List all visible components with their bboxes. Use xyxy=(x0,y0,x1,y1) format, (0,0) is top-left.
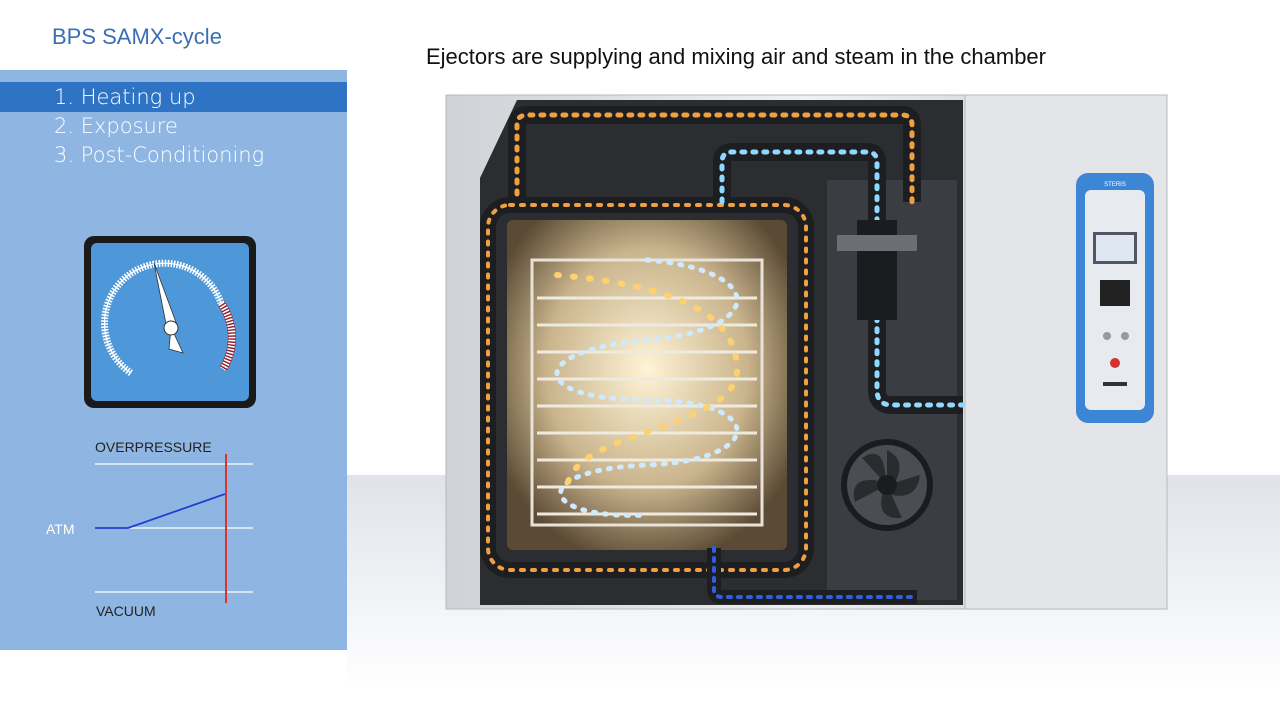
overpressure-label: OVERPRESSURE xyxy=(95,439,212,455)
gauge-face xyxy=(91,243,249,401)
scene-caption: Ejectors are supplying and mixing air an… xyxy=(426,44,1046,69)
step-exposure: 2. Exposure xyxy=(54,114,178,138)
brand-label: STERIS xyxy=(1104,182,1126,188)
vacuum-label: VACUUM xyxy=(96,603,156,619)
pressure-trace xyxy=(95,493,226,529)
gauge-dial-icon xyxy=(101,259,236,376)
pressure-graph: OVERPRESSURE ATM VACUUM xyxy=(46,439,253,619)
air-steam-swirl xyxy=(554,257,740,518)
air-flow xyxy=(719,149,966,408)
ejector-flange xyxy=(837,235,917,251)
steam-swirl xyxy=(554,272,741,493)
steam-flow xyxy=(514,112,915,208)
drain-flow xyxy=(712,546,919,599)
card-reader xyxy=(1103,382,1127,386)
panel-button xyxy=(1103,332,1111,340)
load-rack xyxy=(530,258,764,527)
printer-slot xyxy=(1100,280,1130,306)
touch-screen-display xyxy=(1096,235,1134,261)
step-heating-up: 1. Heating up xyxy=(0,82,347,112)
panel-button xyxy=(1121,332,1129,340)
atm-label: ATM xyxy=(46,521,75,537)
pressure-gauge xyxy=(84,236,256,408)
step-post-conditioning: 3. Post-Conditioning xyxy=(54,143,265,167)
sterilizer-illustration: STERIS xyxy=(347,94,1280,690)
jacket-steam-flow xyxy=(486,203,808,572)
emergency-stop-button xyxy=(1110,358,1120,368)
cycle-panel: 1. Heating up 2. Exposure 3. Post-Condit… xyxy=(0,70,347,650)
cycle-title: BPS SAMX-cycle xyxy=(52,24,222,49)
sterilization-chamber xyxy=(507,220,787,550)
